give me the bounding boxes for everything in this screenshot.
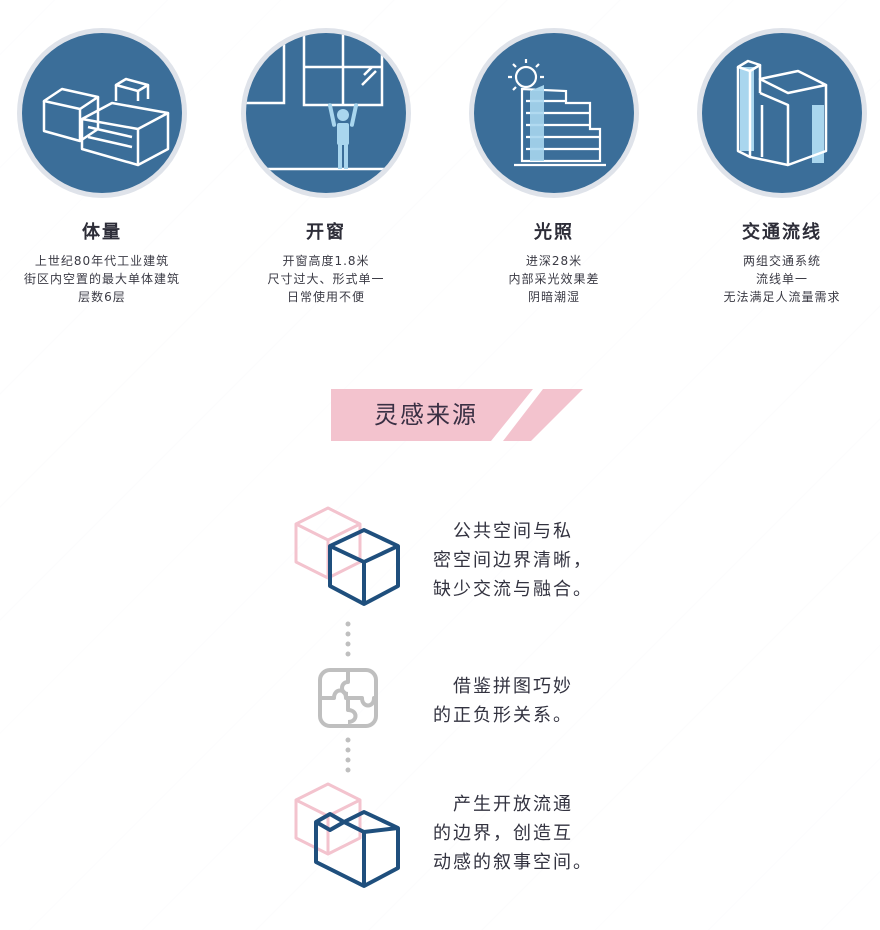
issue-line: 进深28米 xyxy=(525,254,583,268)
issue-title: 体量 xyxy=(82,222,122,243)
issue-description: 上世纪80年代工业建筑 街区内空置的最大单体建筑 层数6层 xyxy=(14,252,190,306)
banner-label: 灵感来源 xyxy=(374,401,478,429)
issue-line: 无法满足人流量需求 xyxy=(723,290,841,304)
inspiration-step-3: 产生开放流通 的边界，创造互 动感的叙事空间。 xyxy=(433,790,593,877)
inspiration-step-1: 公共空间与私 密空间边界清晰， 缺少交流与融合。 xyxy=(433,517,593,604)
issue-circulation: 交通流线 两组交通系统 流线单一 无法满足人流量需求 xyxy=(694,28,870,306)
issue-volume: 体量 上世纪80年代工业建筑 街区内空置的最大单体建筑 层数6层 xyxy=(14,28,190,306)
step-line: 产生开放流通 xyxy=(433,794,573,815)
overlapping-cubes-icon xyxy=(294,506,400,606)
issue-description: 进深28米 内部采光效果差 阴暗潮湿 xyxy=(466,252,642,306)
step-line: 的边界，创造互 xyxy=(433,823,573,844)
issue-line: 两组交通系统 xyxy=(742,254,821,268)
issue-line: 尺寸过大、形式单一 xyxy=(267,272,385,286)
person-at-window-icon xyxy=(246,33,406,171)
step-line: 的正负形关系。 xyxy=(433,705,573,726)
issue-lighting: 光照 进深28米 内部采光效果差 阴暗潮湿 xyxy=(466,28,642,306)
step-line: 公共空间与私 xyxy=(433,521,573,542)
step-line: 借鉴拼图巧妙 xyxy=(433,676,573,697)
stair-core-icon xyxy=(736,59,828,167)
issue-description: 两组交通系统 流线单一 无法满足人流量需求 xyxy=(694,252,870,306)
issue-title: 交通流线 xyxy=(742,222,822,243)
issue-line: 日常使用不便 xyxy=(286,290,365,304)
issue-line: 内部采光效果差 xyxy=(508,272,600,286)
issue-description: 开窗高度1.8米 尺寸过大、形式单一 日常使用不便 xyxy=(238,252,414,306)
inspiration-step-2: 借鉴拼图巧妙 的正负形关系。 xyxy=(433,672,573,730)
connector-dots xyxy=(345,621,351,657)
issue-line: 上世纪80年代工业建筑 xyxy=(34,254,170,268)
connector-dots xyxy=(345,737,351,773)
issue-window: 开窗 开窗高度1.8米 尺寸过大、形式单一 日常使用不便 xyxy=(238,28,414,306)
sun-building-icon xyxy=(508,59,606,167)
issue-line: 层数6层 xyxy=(78,290,126,304)
issue-disc xyxy=(469,28,639,198)
open-cubes-icon xyxy=(294,782,400,888)
issue-disc xyxy=(241,28,411,198)
issue-line: 街区内空置的最大单体建筑 xyxy=(23,272,180,286)
issue-disc xyxy=(697,28,867,198)
puzzle-icon xyxy=(318,668,378,728)
step-line: 动感的叙事空间。 xyxy=(433,852,593,873)
issue-line: 流线单一 xyxy=(755,272,808,286)
issue-title: 光照 xyxy=(534,222,574,243)
issue-title: 开窗 xyxy=(306,222,346,243)
issue-line: 开窗高度1.8米 xyxy=(282,254,370,268)
section-banner: 灵感来源 xyxy=(331,389,583,441)
banner-background xyxy=(331,389,583,441)
inspiration-flow xyxy=(294,506,400,888)
step-line: 缺少交流与融合。 xyxy=(433,579,593,600)
step-line: 密空间边界清晰， xyxy=(433,550,593,571)
buildings-icon xyxy=(42,77,170,167)
issue-disc xyxy=(17,28,187,198)
issue-line: 阴暗潮湿 xyxy=(527,290,580,304)
